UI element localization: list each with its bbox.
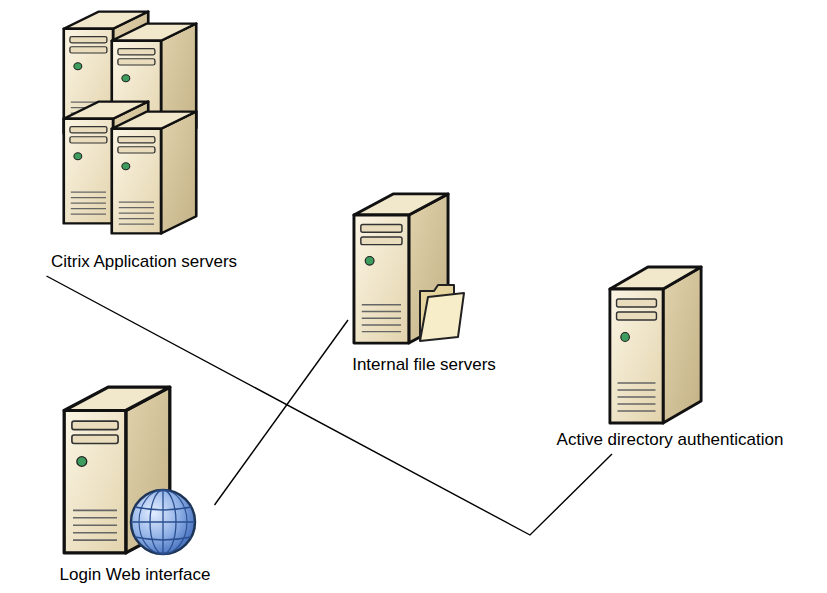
globe (131, 490, 195, 554)
server-label: Active directory authentication (557, 430, 784, 450)
node-label-group: Citrix Application servers (51, 252, 238, 272)
node-label-group: Login Web interface (60, 565, 211, 585)
network-link (47, 276, 613, 535)
server-node: Citrix Application servers (47, 6, 242, 276)
citrix-server-cluster (64, 12, 196, 234)
server-icon (610, 267, 701, 423)
server-node: Internal file servers (348, 188, 500, 379)
node-label-group: Internal file servers (352, 355, 496, 375)
globe-icon (131, 490, 195, 554)
ad-server-icon (610, 267, 701, 423)
server-label: Internal file servers (352, 355, 496, 375)
server-node: Login Web interface (56, 381, 215, 589)
globe-grid (131, 490, 195, 554)
server-label: Citrix Application servers (51, 252, 238, 272)
file-server-icon (354, 194, 464, 343)
server-icon (112, 112, 196, 234)
server-label: Login Web interface (60, 565, 211, 585)
folder-front (420, 293, 464, 341)
connectors (47, 276, 613, 535)
web-server-icon (64, 387, 195, 554)
folder-icon (420, 285, 464, 341)
network-link (215, 320, 349, 505)
server-node: Active directory authentication (553, 261, 788, 454)
node-label-group: Active directory authentication (557, 430, 784, 450)
